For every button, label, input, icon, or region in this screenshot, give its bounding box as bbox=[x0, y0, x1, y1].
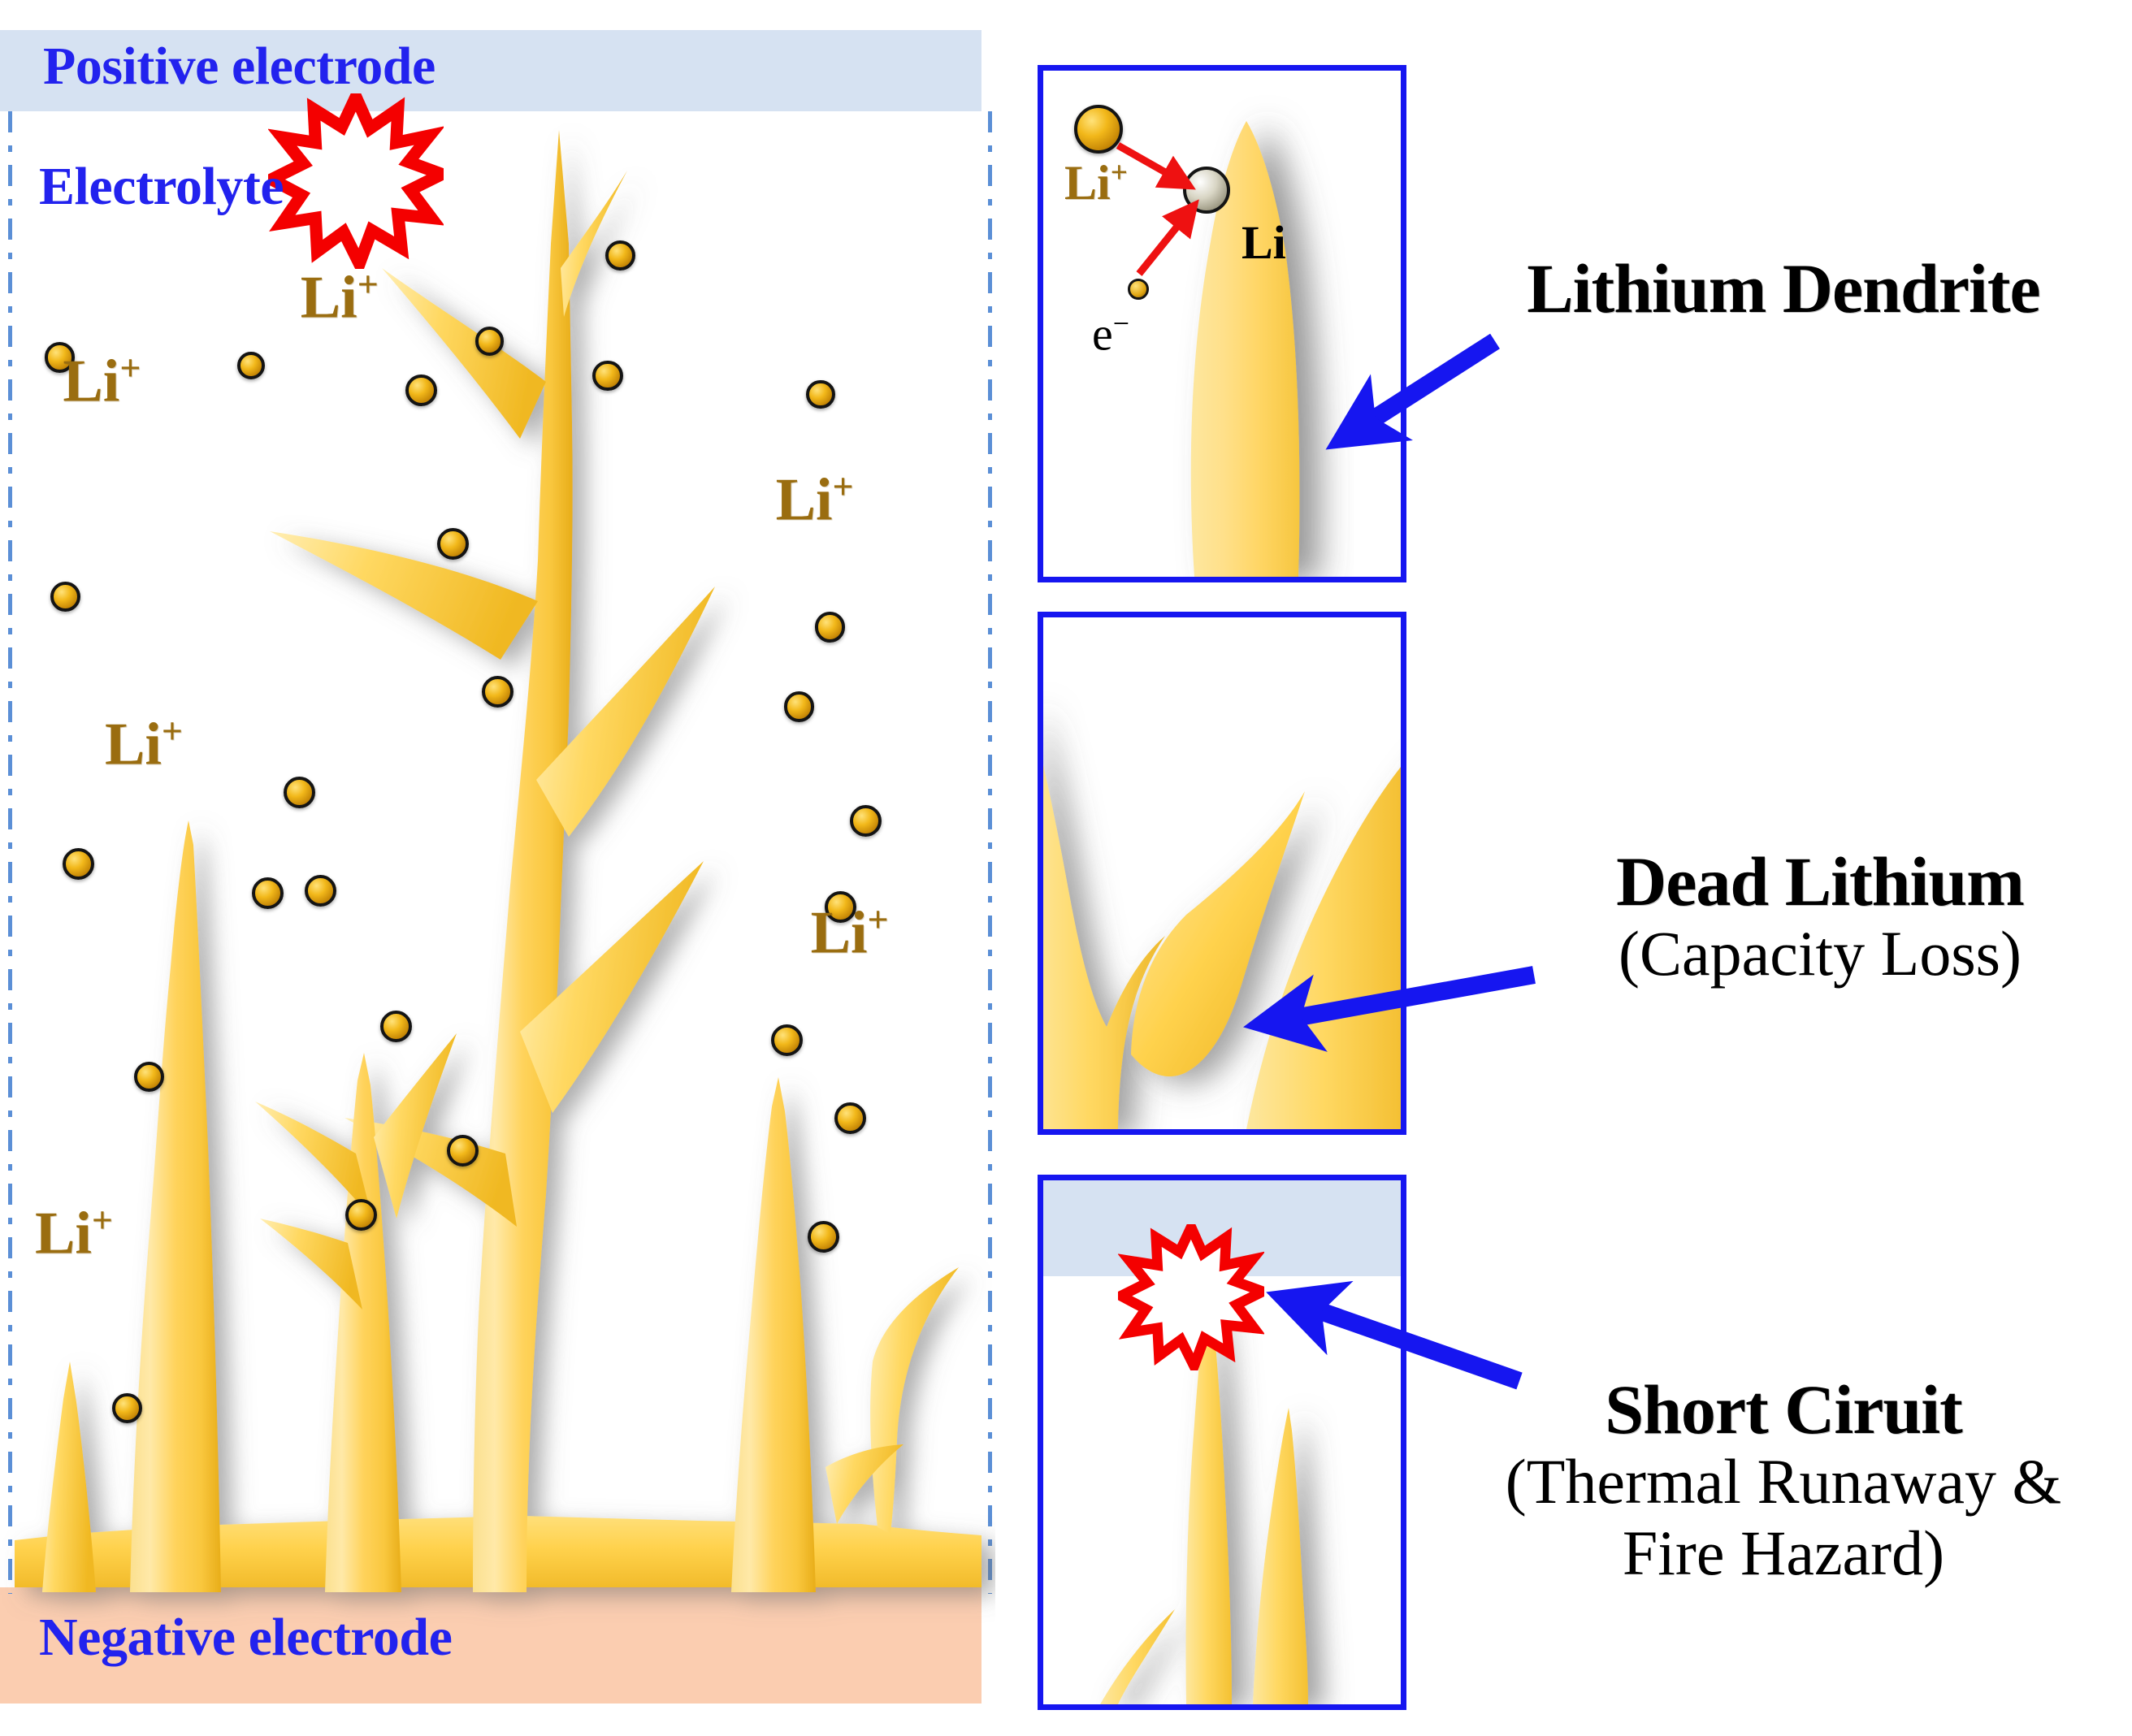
short-circuit-dendrite-artwork bbox=[1100, 1288, 1308, 1704]
li-ion-label: Li+ bbox=[775, 465, 854, 534]
callout-subtext: (Capacity Loss) bbox=[1618, 918, 2022, 989]
negative-electrode-label: Negative electrode bbox=[39, 1608, 453, 1667]
short-circuit-spark-icon bbox=[268, 93, 444, 269]
callout-short-circuit: Short Ciruit (Thermal Runaway &Fire Haza… bbox=[1446, 1373, 2121, 1588]
li-ion-to-atom-arrow bbox=[1116, 142, 1196, 190]
dendrite-tip-artwork bbox=[1190, 121, 1300, 577]
electrolyte-boundary-right bbox=[988, 111, 992, 1594]
positive-electrode-label: Positive electrode bbox=[43, 37, 436, 96]
li-ion bbox=[134, 1062, 165, 1093]
li-ion-label: Li+ bbox=[300, 262, 379, 331]
li-ion bbox=[284, 777, 316, 809]
dead-lithium-artwork bbox=[1043, 764, 1401, 1129]
li-ion-label: Li+ bbox=[810, 898, 889, 968]
electrolyte-label: Electrolyte bbox=[39, 157, 284, 216]
callout-heading: Lithium Dendrite bbox=[1527, 249, 2040, 327]
inset-li-plus-label: Li+ bbox=[1064, 156, 1128, 210]
callout-heading: Dead Lithium bbox=[1616, 842, 2025, 920]
li-ion bbox=[437, 528, 470, 561]
li-ion bbox=[237, 352, 266, 380]
li-ion bbox=[824, 891, 856, 924]
li-ion bbox=[834, 1102, 866, 1135]
li-ion bbox=[771, 1024, 804, 1056]
li-ion bbox=[45, 342, 76, 373]
li-ion bbox=[50, 581, 81, 612]
li-ion bbox=[482, 676, 514, 708]
li-ion bbox=[379, 1010, 412, 1042]
inset-li-label: Li bbox=[1242, 216, 1286, 269]
li-ion bbox=[474, 327, 505, 356]
short-circuit-inset[interactable] bbox=[1038, 1175, 1406, 1710]
li-ion bbox=[344, 1198, 377, 1231]
callout-dead-lithium: Dead Lithium (Capacity Loss) bbox=[1536, 845, 2104, 989]
dendrite-artwork bbox=[15, 130, 982, 1592]
li-ion-label: Li+ bbox=[35, 1199, 114, 1267]
li-ion bbox=[808, 1221, 840, 1253]
callout-lithium-dendrite: Lithium Dendrite bbox=[1462, 249, 2104, 327]
li-ion bbox=[304, 874, 336, 907]
li-ion bbox=[405, 374, 437, 406]
li-ion bbox=[814, 612, 845, 643]
li-ion bbox=[592, 360, 623, 391]
dead-lithium-inset[interactable] bbox=[1038, 612, 1406, 1135]
inset-short-circuit-spark-icon bbox=[1118, 1224, 1264, 1370]
dendrite-tip-inset[interactable]: Li+ Li e− bbox=[1038, 65, 1406, 582]
inset-electron-label: e− bbox=[1092, 307, 1130, 361]
li-ion bbox=[63, 848, 95, 880]
li-ion-label: Li+ bbox=[63, 347, 141, 415]
reaction-arrows bbox=[1116, 142, 1199, 276]
li-ion bbox=[783, 691, 815, 722]
li-ion bbox=[849, 804, 882, 837]
electron-to-atom-arrow bbox=[1136, 199, 1199, 276]
main-cell-panel: Li+ Li+ Li+ Li+ Li+ Li+ Positive electrode El… bbox=[0, 0, 995, 1736]
positive-electrode-band bbox=[0, 30, 982, 111]
electron-dot bbox=[1128, 279, 1149, 300]
li-ion bbox=[447, 1134, 479, 1167]
li-ion bbox=[604, 240, 635, 271]
incoming-li-ion bbox=[1074, 105, 1123, 154]
li-ion bbox=[251, 877, 284, 910]
li-ion bbox=[111, 1392, 142, 1424]
li-ion-label: Li+ bbox=[105, 710, 184, 778]
callout-subtext: (Thermal Runaway &Fire Hazard) bbox=[1505, 1446, 2062, 1588]
negative-electrode-band bbox=[0, 1587, 982, 1704]
callout-heading: Short Ciruit bbox=[1605, 1370, 1963, 1448]
li-ion bbox=[806, 379, 835, 409]
electrolyte-boundary-left bbox=[8, 111, 12, 1594]
